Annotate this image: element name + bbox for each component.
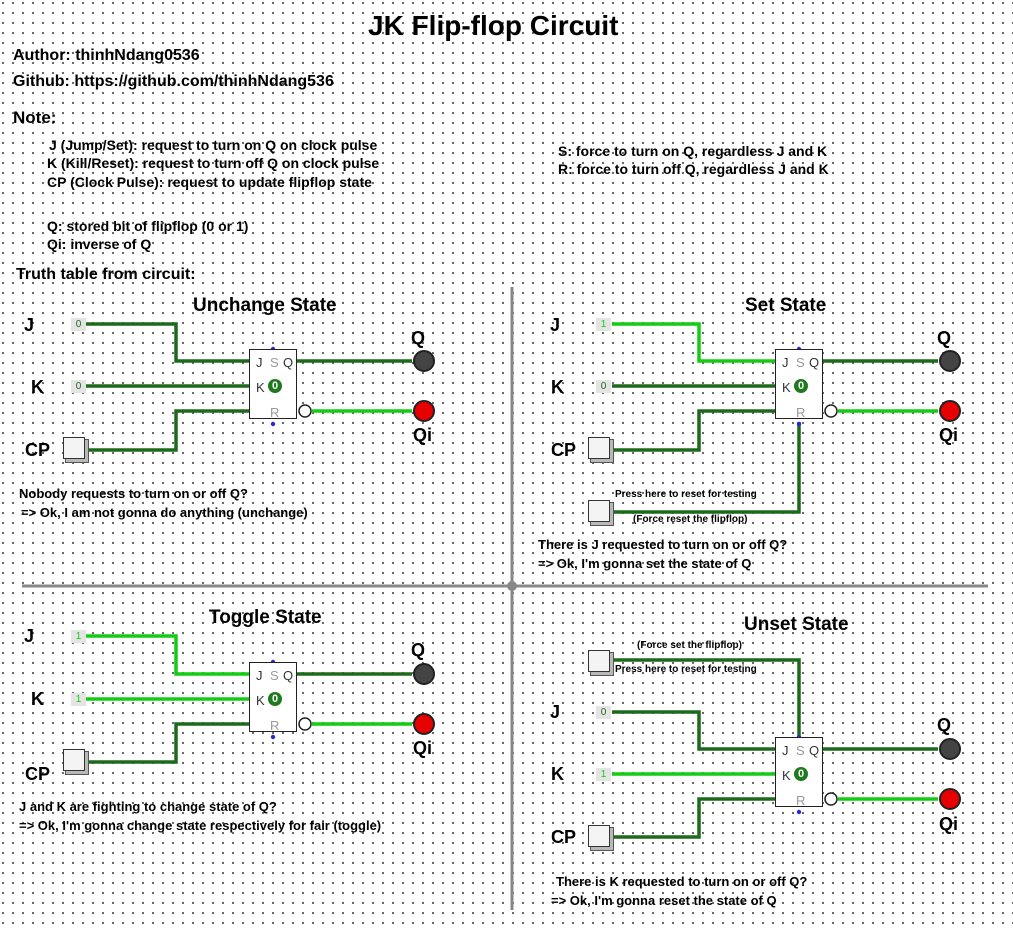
j-input-toggle[interactable]: 0: [596, 706, 611, 719]
q-label: Q: [937, 715, 952, 735]
pin-j: J: [782, 355, 789, 370]
panel-title: Set State: [745, 295, 827, 316]
author-text: Author: thinhNdang0536: [13, 47, 200, 64]
qi-label: Qi: [413, 425, 433, 445]
caption-line-1: There is J requested to turn on or off Q…: [538, 537, 788, 552]
q-label: Q: [411, 640, 426, 660]
pin-r: R: [270, 718, 280, 733]
caption-line-1: J and K are fighting to change state of …: [19, 799, 277, 814]
j-label: J: [550, 702, 561, 722]
k-input-toggle[interactable]: 0: [596, 380, 611, 393]
set-button-label: Press here to reset for testing: [615, 664, 757, 675]
caption-line-1: There is K requested to turn on or off Q…: [556, 874, 808, 889]
reset-button-label: Press here to reset for testing: [615, 489, 757, 500]
j-input-toggle[interactable]: 0: [71, 318, 86, 331]
q-led: [413, 663, 435, 685]
clock-button[interactable]: [63, 437, 85, 459]
j-input-toggle[interactable]: 1: [596, 318, 611, 331]
clock-button[interactable]: [588, 825, 610, 847]
note-label: Note:: [13, 108, 57, 127]
pin-q: Q: [283, 668, 294, 683]
j-label: J: [550, 315, 561, 335]
q-led: [939, 350, 961, 372]
qi-label: Qi: [939, 425, 959, 445]
caption-line-2: => Ok, I'm gonna change state respective…: [19, 818, 382, 833]
cp-label: CP: [551, 827, 577, 847]
note-qi: Qi: inverse of Q: [47, 236, 152, 252]
q-led: [413, 350, 435, 372]
j-input-toggle[interactable]: 1: [71, 630, 86, 643]
cp-label: CP: [25, 440, 51, 460]
cp-label: CP: [25, 764, 51, 784]
j-label: J: [24, 315, 35, 335]
panel-title: Unchange State: [193, 295, 337, 316]
pin-j: J: [256, 668, 263, 683]
jk-flipflop: J S Q K 0 R: [249, 349, 297, 419]
q-label: Q: [411, 328, 426, 348]
k-input-toggle[interactable]: 0: [71, 380, 86, 393]
pin-r: R: [796, 405, 806, 420]
reset-note: (Force reset the flipflop): [633, 514, 748, 525]
pin-q: Q: [809, 743, 820, 758]
set-button[interactable]: [588, 650, 610, 672]
k-input-toggle[interactable]: 1: [71, 693, 86, 706]
pin-r: R: [270, 405, 280, 420]
pin-j: J: [256, 355, 263, 370]
qi-led: [939, 788, 961, 810]
note-r: R: force to turn off Q, regardless J and…: [558, 161, 829, 177]
qi-label: Qi: [413, 738, 433, 758]
note-k: K (Kill/Reset): request to turn off Q on…: [47, 155, 380, 171]
q-led: [939, 738, 961, 760]
k-label: K: [551, 377, 564, 397]
note-j: J (Jump/Set): request to turn on Q on cl…: [49, 137, 378, 153]
q-label: Q: [937, 328, 952, 348]
github-text: Github: https://github.com/thinhNdang536: [13, 73, 334, 90]
set-note: (Force set the flipflop): [637, 640, 742, 651]
k-label: K: [31, 377, 44, 397]
panel-title: Toggle State: [209, 607, 322, 628]
pin-r: R: [796, 793, 806, 808]
jk-flipflop: J S Q K 0 R: [775, 737, 823, 807]
caption-line-2: => Ok, I am not gonna do anything (uncha…: [21, 505, 308, 520]
cp-label: CP: [551, 440, 577, 460]
qi-led: [939, 400, 961, 422]
panel-title: Unset State: [744, 614, 849, 635]
qi-label: Qi: [939, 814, 959, 834]
pin-q: Q: [809, 355, 820, 370]
pin-j: J: [782, 743, 789, 758]
note-s: S: force to turn on Q, regardless J and …: [558, 143, 828, 159]
pin-k: K: [256, 693, 265, 708]
page-title: JK Flip-flop Circuit: [368, 10, 619, 41]
truth-table-label: Truth table from circuit:: [16, 266, 196, 283]
note-q: Q: stored bit of flipflop (0 or 1): [47, 218, 249, 234]
jk-flipflop: J S Q K 0 R: [775, 349, 823, 419]
pin-k: K: [256, 380, 265, 395]
clock-button[interactable]: [588, 437, 610, 459]
pin-s: S: [270, 668, 279, 683]
pin-s: S: [796, 743, 805, 758]
clock-button[interactable]: [63, 749, 85, 771]
state-indicator: 0: [794, 379, 808, 393]
k-input-toggle[interactable]: 1: [596, 768, 611, 781]
caption-line-2: => Ok, I'm gonna reset the state of Q: [551, 893, 777, 908]
pin-s: S: [270, 355, 279, 370]
state-indicator: 0: [794, 767, 808, 781]
k-label: K: [31, 689, 44, 709]
jk-flipflop: J S Q K 0 R: [249, 662, 297, 732]
pin-k: K: [782, 768, 791, 783]
caption-line-2: => Ok, I'm gonna set the state of Q: [538, 556, 752, 571]
note-cp: CP (Clock Pulse): request to update flip…: [47, 174, 372, 190]
state-indicator: 0: [268, 379, 282, 393]
pin-q: Q: [283, 355, 294, 370]
reset-button[interactable]: [588, 500, 610, 522]
caption-line-1: Nobody requests to turn on or off Q?: [19, 486, 248, 501]
k-label: K: [551, 764, 564, 784]
state-indicator: 0: [268, 692, 282, 706]
qi-led: [413, 400, 435, 422]
qi-led: [413, 713, 435, 735]
j-label: J: [24, 626, 35, 646]
pin-s: S: [796, 355, 805, 370]
pin-k: K: [782, 380, 791, 395]
